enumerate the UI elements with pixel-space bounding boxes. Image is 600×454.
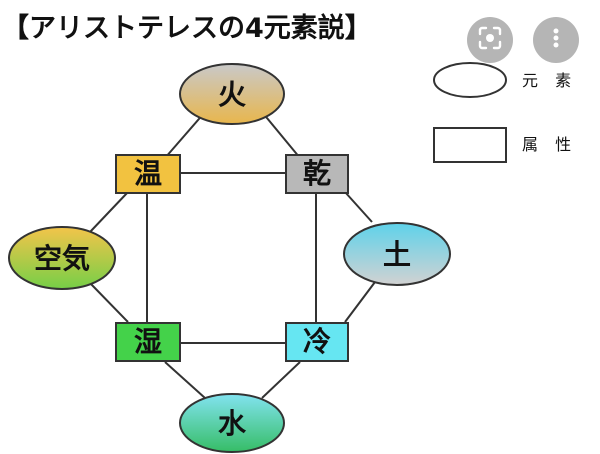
node-fire-label: 火 xyxy=(218,78,246,111)
more-options-button[interactable] xyxy=(533,17,579,63)
diagram-title: 【アリストテレスの4元素説】 xyxy=(2,13,372,44)
legend-attribute-swatch xyxy=(433,127,507,163)
node-warm-label: 温 xyxy=(134,157,162,190)
line-fire-dry xyxy=(261,111,301,159)
node-fire: 火 xyxy=(179,63,285,125)
line-earth-cold xyxy=(344,281,376,323)
node-air: 空気 xyxy=(8,226,116,290)
node-air-label: 空気 xyxy=(34,242,90,275)
legend-element-swatch xyxy=(433,62,507,98)
legend-attribute-label: 属 性 xyxy=(522,135,577,154)
node-cold-label: 冷 xyxy=(303,325,331,358)
node-warm: 温 xyxy=(115,154,181,194)
node-water-label: 水 xyxy=(218,407,247,440)
line-cold-water xyxy=(261,361,301,399)
line-dry-earth xyxy=(344,191,373,223)
line-fire-warm xyxy=(164,111,206,159)
lens-icon xyxy=(477,25,503,55)
line-air-wet xyxy=(89,282,129,323)
node-earth: 土 xyxy=(343,222,451,286)
node-wet-label: 湿 xyxy=(134,325,162,358)
connector-lines xyxy=(89,111,376,399)
lens-button[interactable] xyxy=(467,17,513,63)
line-wet-water xyxy=(164,361,206,399)
node-cold: 冷 xyxy=(285,322,349,362)
line-warm-air xyxy=(89,191,129,233)
node-wet: 湿 xyxy=(115,322,181,362)
node-earth-label: 土 xyxy=(383,238,411,271)
node-dry-label: 乾 xyxy=(303,157,331,190)
legend-element-label: 元 素 xyxy=(522,71,577,90)
more-vert-icon xyxy=(543,25,569,55)
legend: 元 素 属 性 xyxy=(433,62,577,163)
node-water: 水 xyxy=(179,393,285,453)
node-dry: 乾 xyxy=(285,154,349,194)
